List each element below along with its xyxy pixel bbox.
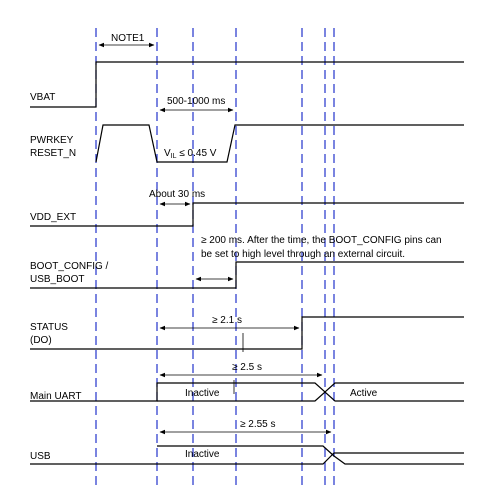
- about30-dimension: About 30 ms: [149, 189, 205, 207]
- usb-time-label: ≥ 2.55 s: [240, 419, 276, 430]
- time-guides: [95, 28, 335, 490]
- uart-time-label: ≥ 2.5 s: [232, 362, 262, 373]
- vil-label: VIL ≤ 0.45 V: [164, 148, 217, 160]
- label-status: STATUS: [30, 322, 68, 333]
- label-reset-n: RESET_N: [30, 148, 76, 159]
- status-waveform: [30, 316, 464, 350]
- boot-note-line2: be set to high level through an external…: [201, 249, 405, 260]
- boot-config-waveform: [30, 261, 464, 289]
- usb-waveform: Inactive: [30, 445, 464, 465]
- signal-labels: VBAT PWRKEY RESET_N VDD_EXT BOOT_CONFIG …: [30, 92, 109, 462]
- label-pwrkey: PWRKEY: [30, 135, 74, 146]
- label-status-do: (DO): [30, 335, 52, 346]
- boot-note: ≥ 200 ms. After the time, the BOOT_CONFI…: [195, 235, 442, 282]
- pwrkey-waveform: [95, 124, 464, 163]
- uart-time-dimension: ≥ 2.5 s: [159, 362, 323, 394]
- main-uart-waveform: Inactive Active: [30, 382, 464, 402]
- label-boot-config: BOOT_CONFIG /: [30, 261, 109, 272]
- status-time-dimension: ≥ 2.1 s: [159, 315, 300, 352]
- usb-inactive-label: Inactive: [185, 449, 220, 460]
- label-usb-boot: USB_BOOT: [30, 274, 84, 285]
- usb-time-dimension: ≥ 2.55 s: [159, 419, 332, 435]
- label-vdd-ext: VDD_EXT: [30, 212, 76, 223]
- about30-label: About 30 ms: [149, 189, 205, 200]
- uart-inactive-label: Inactive: [185, 388, 220, 399]
- note1-dimension: NOTE1: [98, 33, 155, 48]
- status-time-label: ≥ 2.1 s: [212, 315, 242, 326]
- uart-active-label: Active: [350, 388, 378, 399]
- vdd-ext-waveform: [30, 202, 464, 227]
- pulse-dimension: 500-1000 ms VIL ≤ 0.45 V: [159, 96, 234, 160]
- label-vbat: VBAT: [30, 92, 55, 103]
- vbat-waveform: [30, 61, 464, 108]
- note1-label: NOTE1: [111, 33, 145, 44]
- label-usb: USB: [30, 451, 51, 462]
- pulse-label: 500-1000 ms: [167, 96, 225, 107]
- label-main-uart: Main UART: [30, 391, 82, 402]
- boot-note-line1: ≥ 200 ms. After the time, the BOOT_CONFI…: [201, 235, 442, 246]
